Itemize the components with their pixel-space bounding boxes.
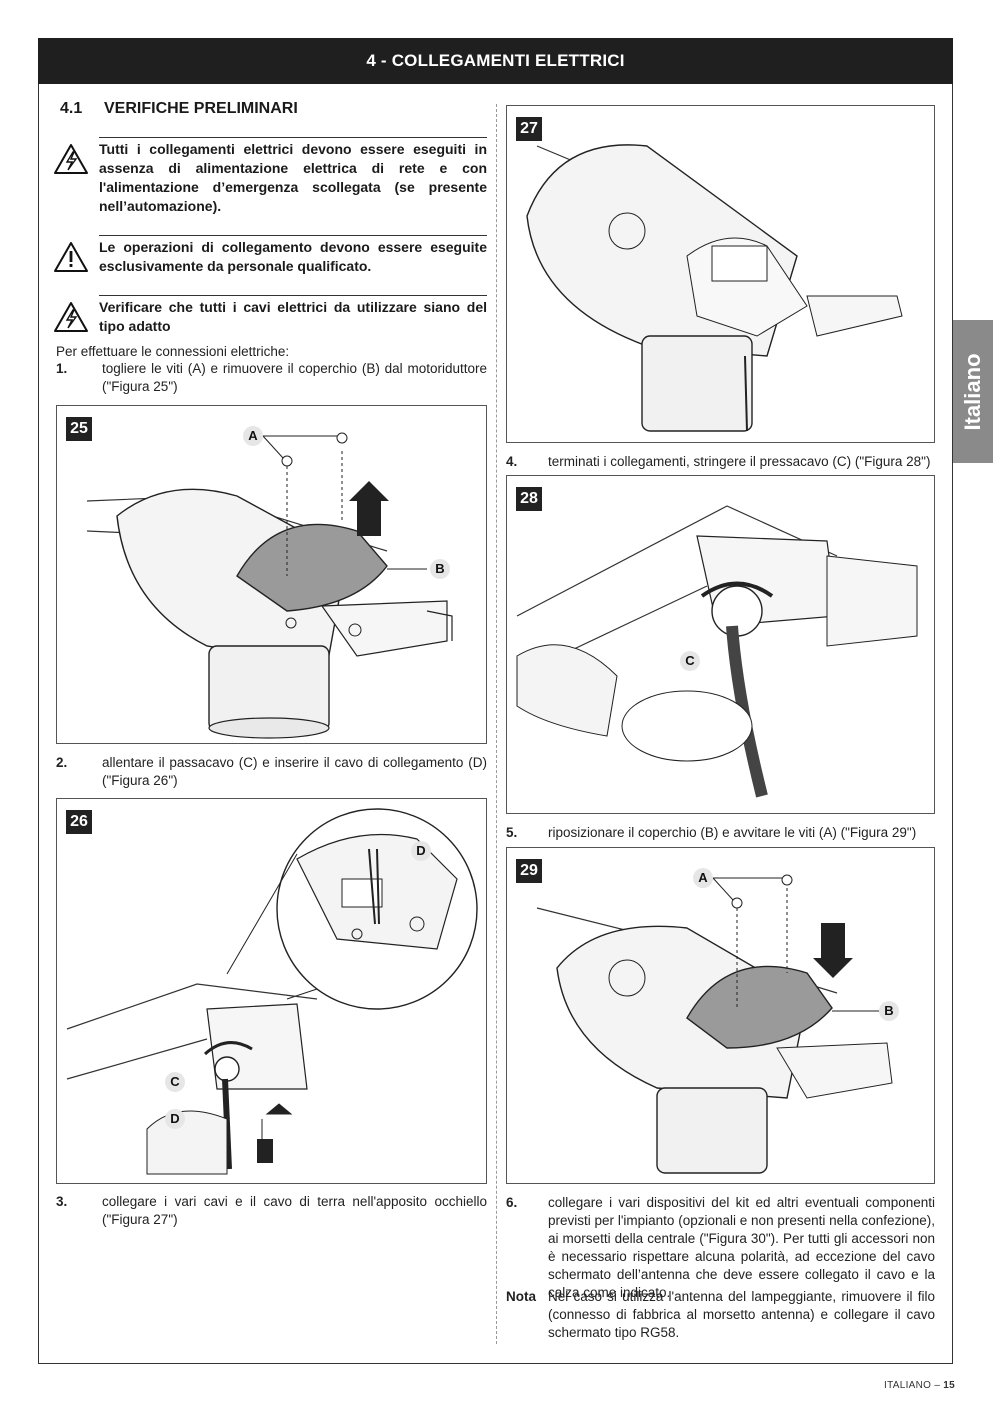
warning-text-2: Le operazioni di collegamento devono ess… (99, 235, 487, 276)
warning-text-1: Tutti i collegamenti elettrici devono es… (99, 137, 487, 216)
section-title: 4.1 VERIFICHE PRELIMINARI (60, 100, 298, 118)
figure-25: 25 A B (56, 405, 487, 744)
warning-block-3: Verificare che tutti i cavi elettrici da… (53, 295, 487, 340)
step-number: 3. (56, 1194, 68, 1209)
step-text: collegare i vari dispositivi del kit ed … (548, 1195, 935, 1300)
callout-A: A (243, 426, 263, 446)
step-text: togliere le viti (A) e rimuovere il cope… (102, 361, 487, 394)
figure-number: 28 (516, 487, 542, 511)
figure-number: 27 (516, 117, 542, 141)
step-text: riposizionare il coperchio (B) e avvitar… (548, 825, 917, 840)
section-number: 4.1 (60, 100, 83, 117)
step-6: 6. collegare i vari dispositivi del kit … (506, 1194, 935, 1300)
step-2: 2. allentare il passacavo (C) e inserire… (56, 754, 487, 792)
figure-27: 27 (506, 105, 935, 443)
step-number: 6. (506, 1195, 518, 1210)
figure-number: 26 (66, 810, 92, 834)
warning-text-3: Verificare che tutti i cavi elettrici da… (99, 295, 487, 336)
callout-B: B (879, 1001, 899, 1021)
figure-27-illustration (526, 144, 903, 432)
electric-hazard-icon (54, 144, 88, 174)
step-number: 2. (56, 755, 68, 770)
footer-label: ITALIANO – (884, 1380, 944, 1391)
figure-29-illustration (536, 874, 893, 1174)
callout-C: C (165, 1072, 185, 1092)
step-5: 5. riposizionare il coperchio (B) e avvi… (506, 824, 935, 844)
callout-D: D (165, 1109, 185, 1129)
warning-block-2: Le operazioni di collegamento devono ess… (53, 235, 487, 280)
page-number: 15 (943, 1380, 955, 1391)
chapter-header: 4 - COLLEGAMENTI ELETTRICI (38, 38, 953, 84)
callout-A: A (693, 868, 713, 888)
figure-25-illustration (86, 432, 453, 739)
step-text: terminati i collegamenti, stringere il p… (548, 454, 931, 469)
step-text: collegare i vari cavi e il cavo di terra… (102, 1194, 487, 1227)
step-1: 1. togliere le viti (A) e rimuovere il c… (56, 360, 487, 398)
note-label: Nota (506, 1289, 536, 1304)
figure-number: 25 (66, 417, 92, 441)
callout-C: C (680, 651, 700, 671)
warning-icon (54, 242, 88, 272)
step-text: allentare il passacavo (C) e inserire il… (102, 755, 487, 788)
language-tab-label: Italiano (960, 352, 985, 431)
step-number: 4. (506, 454, 518, 469)
language-tab: Italiano (953, 320, 993, 463)
section-heading: VERIFICHE PRELIMINARI (104, 100, 298, 117)
figure-number: 29 (516, 859, 542, 883)
note: Nota Nel caso si utilizza l'antenna del … (506, 1288, 935, 1344)
step-4: 4. terminati i collegamenti, stringere i… (506, 453, 935, 473)
step-3: 3. collegare i vari cavi e il cavo di te… (56, 1193, 487, 1231)
page-footer: ITALIANO – 15 (884, 1380, 955, 1391)
column-divider (496, 104, 497, 1344)
figure-26: 26 D C D (56, 798, 487, 1184)
intro-text: Per effettuare le connessioni elettriche… (56, 344, 290, 359)
step-number: 5. (506, 825, 518, 840)
step-number: 1. (56, 361, 68, 376)
figure-28: 28 C (506, 475, 935, 814)
note-text: Nel caso si utilizza l'antenna del lampe… (548, 1289, 935, 1340)
callout-D: D (411, 841, 431, 861)
callout-B: B (430, 559, 450, 579)
figure-28-illustration (516, 505, 918, 798)
warning-block-1: Tutti i collegamenti elettrici devono es… (53, 137, 487, 217)
electric-hazard-icon (54, 302, 88, 332)
figure-29: 29 A B (506, 847, 935, 1184)
